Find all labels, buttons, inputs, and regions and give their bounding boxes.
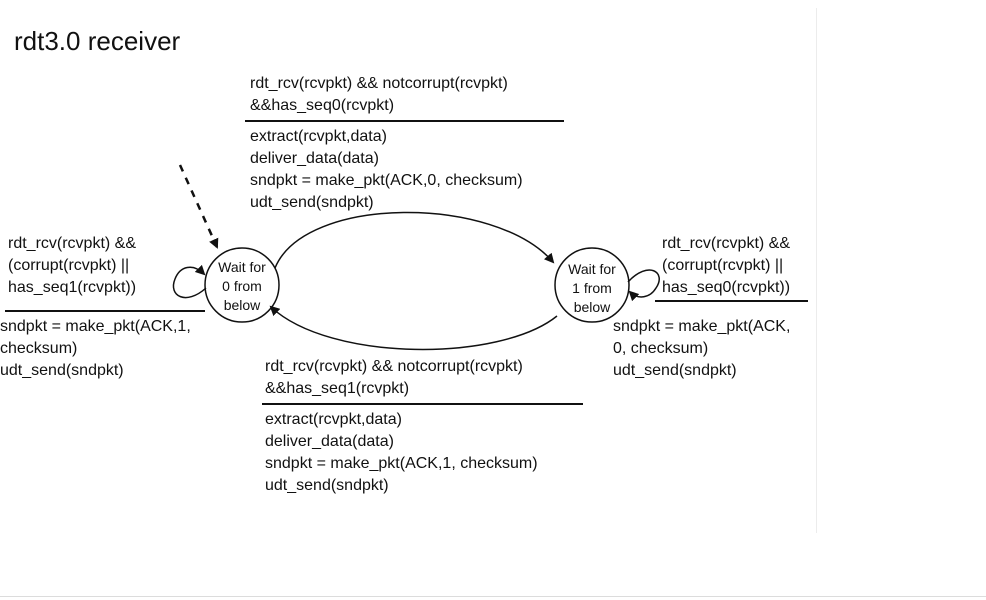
action-line: sndpkt = make_pkt(ACK,1, xyxy=(0,318,191,335)
right-loop-divider xyxy=(655,300,808,302)
state-wait-0-line: Wait for xyxy=(218,259,266,275)
left-loop-actions: sndpkt = make_pkt(ACK,1, checksum) udt_s… xyxy=(0,316,191,382)
bottom-transition-actions: extract(rcvpkt,data) deliver_data(data) … xyxy=(265,409,538,497)
right-loop-event: rdt_rcv(rcvpkt) && (corrupt(rcvpkt) || h… xyxy=(662,233,790,299)
state-wait-0-label: Wait for 0 from below xyxy=(207,258,277,315)
self-loop-0-arrow xyxy=(172,264,207,299)
top-transition-divider xyxy=(245,120,564,122)
transition-1-to-0-arrow xyxy=(269,305,558,351)
right-loop-actions: sndpkt = make_pkt(ACK, 0, checksum) udt_… xyxy=(613,316,790,382)
action-line: udt_send(sndpkt) xyxy=(613,362,737,379)
event-line: rdt_rcv(rcvpkt) && notcorrupt(rcvpkt) xyxy=(250,75,508,92)
event-line: has_seq0(rcvpkt)) xyxy=(662,279,791,296)
event-line: &&has_seq0(rcvpkt) xyxy=(250,97,395,114)
diagram-title: rdt3.0 receiver xyxy=(14,26,181,56)
event-line: rdt_rcv(rcvpkt) && xyxy=(662,235,791,252)
action-line: extract(rcvpkt,data) xyxy=(265,411,402,428)
state-wait-1-line: 1 from xyxy=(572,280,612,296)
state-wait-1-label: Wait for 1 from below xyxy=(557,260,627,317)
state-wait-1-circle xyxy=(554,247,630,323)
self-loop-1-arrow xyxy=(627,269,660,302)
left-loop-event: rdt_rcv(rcvpkt) && (corrupt(rcvpkt) || h… xyxy=(8,233,136,299)
state-wait-0-circle xyxy=(204,247,280,323)
state-wait-0-line: 0 from xyxy=(222,278,262,294)
bottom-transition-event: rdt_rcv(rcvpkt) && notcorrupt(rcvpkt) &&… xyxy=(265,356,523,400)
action-line: checksum) xyxy=(0,340,78,357)
action-line: udt_send(sndpkt) xyxy=(0,362,124,379)
state-wait-1-line: below xyxy=(573,299,611,315)
slide-bottom-edge xyxy=(0,596,986,597)
state-wait-0-line: below xyxy=(223,297,261,313)
event-line: (corrupt(rcvpkt) || xyxy=(662,257,784,274)
event-line: has_seq1(rcvpkt)) xyxy=(8,279,137,296)
initial-arrow xyxy=(178,164,219,249)
action-line: sndpkt = make_pkt(ACK,1, checksum) xyxy=(265,455,538,472)
action-line: 0, checksum) xyxy=(613,340,709,357)
state-wait-1-line: Wait for xyxy=(568,261,616,277)
action-line: udt_send(sndpkt) xyxy=(265,477,389,494)
event-line: (corrupt(rcvpkt) || xyxy=(8,257,130,274)
action-line: deliver_data(data) xyxy=(250,150,379,167)
top-transition-actions: extract(rcvpkt,data) deliver_data(data) … xyxy=(250,126,523,214)
action-line: deliver_data(data) xyxy=(265,433,394,450)
action-line: udt_send(sndpkt) xyxy=(250,194,374,211)
left-loop-divider xyxy=(5,310,205,312)
event-line: rdt_rcv(rcvpkt) && notcorrupt(rcvpkt) xyxy=(265,358,523,375)
event-line: rdt_rcv(rcvpkt) && xyxy=(8,235,137,252)
top-transition-event: rdt_rcv(rcvpkt) && notcorrupt(rcvpkt) &&… xyxy=(250,73,508,117)
action-line: sndpkt = make_pkt(ACK, xyxy=(613,318,791,335)
action-line: extract(rcvpkt,data) xyxy=(250,128,387,145)
slide-right-edge xyxy=(816,8,817,533)
transition-0-to-1-arrow xyxy=(274,211,555,269)
bottom-transition-divider xyxy=(262,403,583,405)
event-line: &&has_seq1(rcvpkt) xyxy=(265,380,410,397)
action-line: sndpkt = make_pkt(ACK,0, checksum) xyxy=(250,172,523,189)
